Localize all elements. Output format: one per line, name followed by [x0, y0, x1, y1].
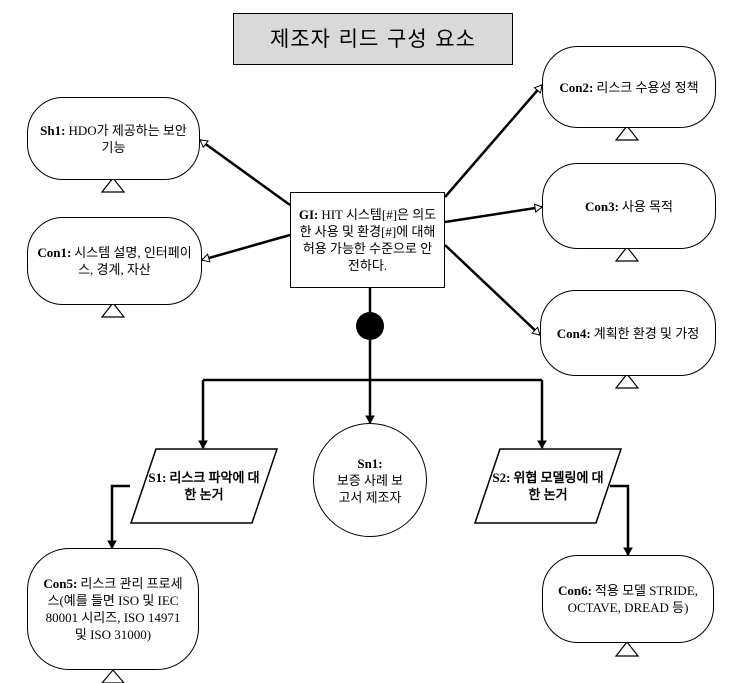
s2-parallelogram — [474, 448, 622, 524]
con6-context-triangle — [614, 641, 640, 657]
s2-id: S2: — [492, 470, 511, 485]
con5-text: 리스크 관리 프로세스(예를 들면 ISO 및 IEC 80001 시리즈, I… — [45, 576, 183, 642]
con3-text: 사용 목적 — [621, 198, 674, 214]
link-goal-con1 — [201, 233, 291, 263]
link-goal-con2 — [444, 84, 543, 198]
s2-text: 위협 모델링에 대한 논거 — [513, 470, 604, 502]
sh1-node: Sh1:HDO가 제공하는 보안 기능 — [27, 97, 200, 180]
con6-text: 적용 모델 STRIDE, OCTAVE, DREAD 등) — [567, 583, 699, 615]
goal-id: GI: — [298, 207, 319, 222]
link-goal-con3 — [444, 203, 543, 224]
con4-node: Con4:계획한 환경 및 가정 — [540, 290, 716, 376]
link-s1-con5 — [107, 484, 130, 550]
s2-node: S2:위협 모델링에 대한 논거 — [474, 448, 622, 524]
s1-text: 리스크 파악에 대한 논거 — [169, 470, 260, 502]
con3-id: Con3: — [584, 198, 619, 214]
con1-id: Con1: — [37, 245, 72, 260]
sh1-context-triangle — [100, 177, 126, 193]
link-s2-con6 — [610, 484, 633, 557]
con4-context-triangle — [614, 373, 640, 389]
con2-node: Con2:리스크 수용성 정책 — [542, 46, 716, 128]
s1-node: S1:리스크 파악에 대한 논거 — [130, 448, 278, 524]
goal-text: HIT 시스템[#]은 의도한 사용 및 환경[#]에 대해 허용 가능한 수준… — [299, 207, 437, 273]
sn1-id: Sn1: — [357, 455, 383, 471]
con6-id: Con6: — [557, 583, 592, 598]
con2-id: Con2: — [559, 79, 594, 95]
con5-node: Con5:리스크 관리 프로세스(예를 들면 ISO 및 IEC 80001 시… — [27, 548, 199, 670]
junction-dot — [356, 312, 384, 340]
sh1-text: HDO가 제공하는 보안 기능 — [68, 122, 187, 155]
con4-id: Con4: — [556, 325, 591, 341]
con2-text: 리스크 수용성 정책 — [596, 79, 699, 95]
link-goal-con4 — [444, 244, 541, 336]
con1-text: 시스템 설명, 인터페이스, 경계, 자산 — [74, 245, 192, 277]
con3-node: Con3:사용 목적 — [542, 163, 716, 249]
con1-node: Con1:시스템 설명, 인터페이스, 경계, 자산 — [27, 217, 202, 305]
con5-id: Con5: — [43, 576, 78, 591]
diagram-title-text: 제조자 리드 구성 요소 — [270, 26, 476, 51]
con1-context-triangle — [100, 302, 126, 318]
con5-context-triangle — [101, 669, 125, 683]
con3-context-triangle — [614, 246, 640, 262]
goal-node: GI:HIT 시스템[#]은 의도한 사용 및 환경[#]에 대해 허용 가능한… — [290, 192, 445, 288]
link-goal-sh1 — [199, 138, 291, 207]
con4-text: 계획한 환경 및 가정 — [593, 325, 700, 341]
s1-id: S1: — [148, 470, 167, 485]
con2-context-triangle — [614, 125, 640, 141]
diagram-title: 제조자 리드 구성 요소 — [233, 13, 513, 65]
sn1-text: 보증 사례 보고서 제조자 — [336, 472, 404, 505]
con6-node: Con6:적용 모델 STRIDE, OCTAVE, DREAD 등) — [542, 555, 714, 643]
sh1-id: Sh1: — [40, 122, 66, 138]
s1-parallelogram — [130, 448, 278, 524]
sn1-node: Sn1: 보증 사례 보고서 제조자 — [313, 423, 427, 537]
